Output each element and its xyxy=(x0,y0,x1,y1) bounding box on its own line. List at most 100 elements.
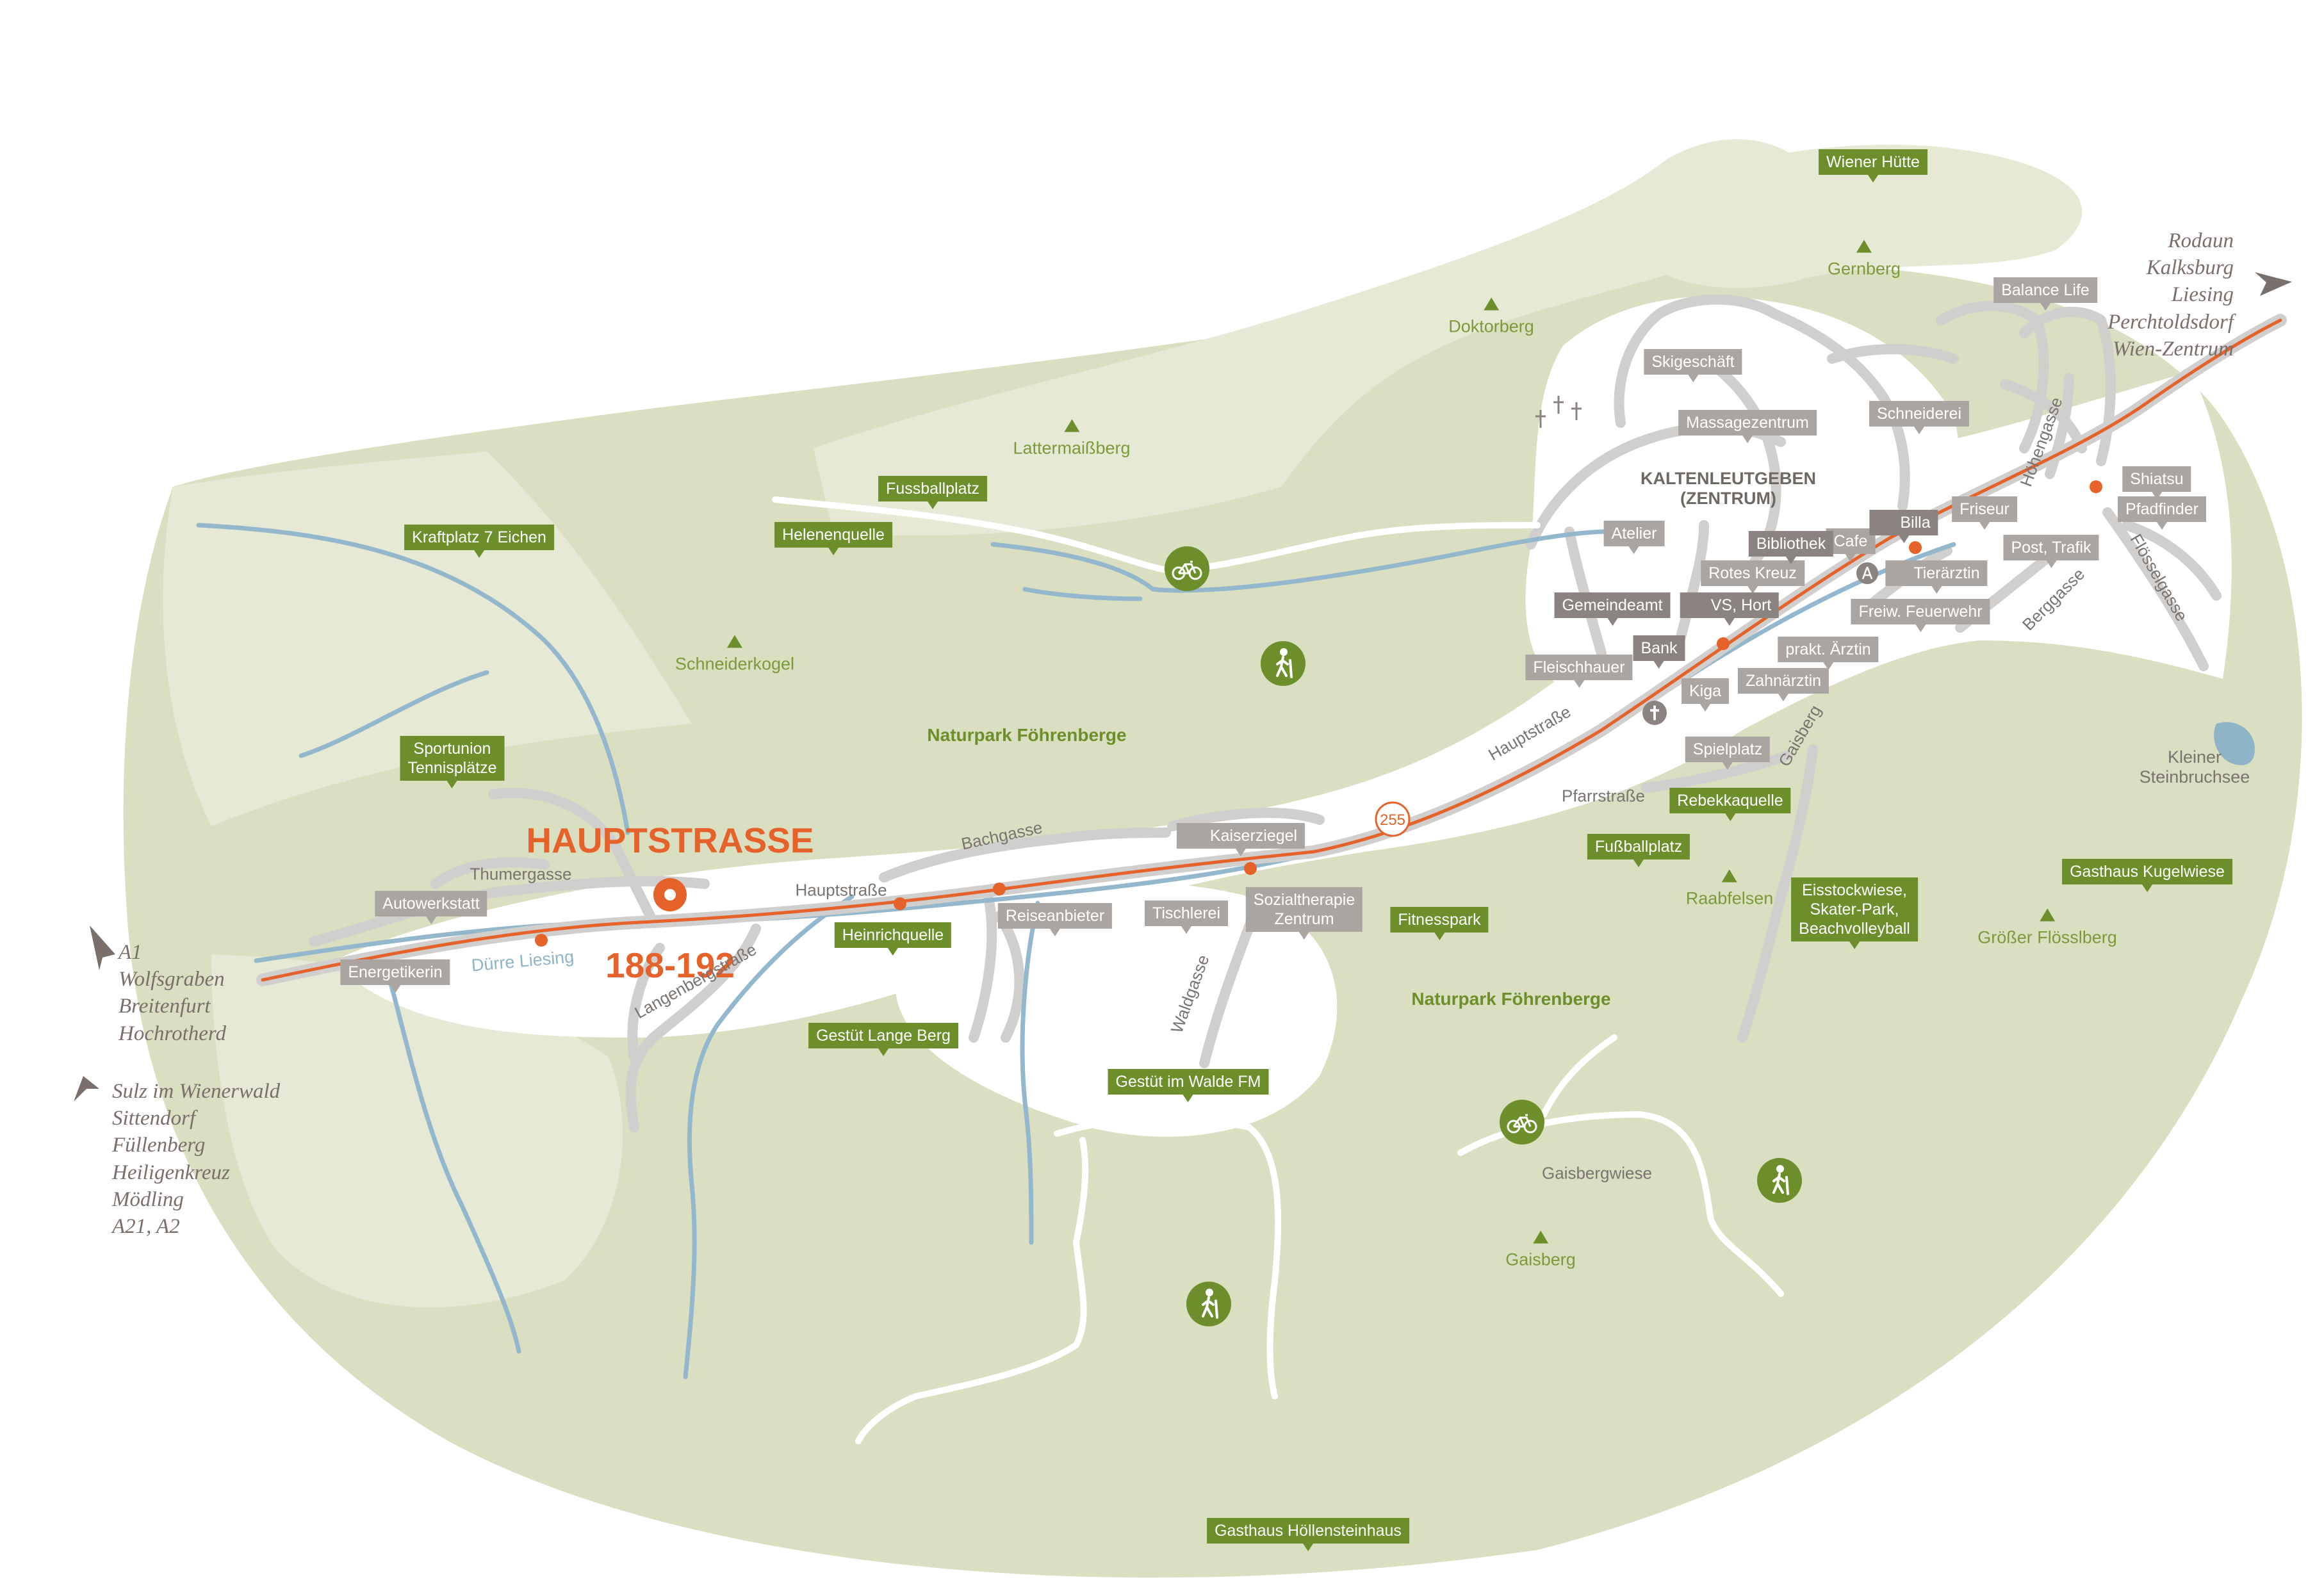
tag-kaiserziegel[interactable]: Kaiserziegel xyxy=(1176,823,1305,856)
peak-schneiderkogel: Schneiderkogel xyxy=(675,635,794,674)
tag-freiw-feuerwehr[interactable]: Freiw. Feuerwehr xyxy=(1851,599,1990,632)
tag-fleischhauer[interactable]: Fleischhauer xyxy=(1525,655,1633,688)
road-central-mid xyxy=(1673,520,1709,652)
tag-fitnesspark[interactable]: Fitnesspark xyxy=(1390,907,1489,940)
light-forest-west xyxy=(163,452,692,826)
tag-autowerkstatt[interactable]: Autowerkstatt xyxy=(375,891,487,924)
tag-kiga[interactable]: Kiga xyxy=(1681,678,1730,712)
stop-dot xyxy=(535,934,548,947)
stop-dot xyxy=(894,897,906,910)
road-west-spur xyxy=(430,857,550,889)
tag-gasthaus-hoellensteinhaus[interactable]: Gasthaus Höllensteinhaus xyxy=(1207,1518,1409,1551)
trail-south-b xyxy=(855,1137,1089,1444)
location-marker-icon xyxy=(653,878,687,911)
hiker-icon xyxy=(1186,1282,1231,1326)
cemetery-icon xyxy=(1535,396,1582,428)
route-number: 255 xyxy=(1380,811,1405,829)
stops xyxy=(535,480,2102,947)
stop-dot xyxy=(1717,637,1730,650)
destination-east: Rodaun Kalksburg Liesing Perchtoldsdorf … xyxy=(2107,229,2234,361)
tag-atelier[interactable]: Atelier xyxy=(1603,521,1665,554)
tag-spielplatz[interactable]: Spielplatz xyxy=(1685,737,1771,770)
tag-billa[interactable]: Billa xyxy=(1869,510,1938,543)
tag-eisstockwiese[interactable]: Eisstockwiese, Skater-Park, Beachvolleyb… xyxy=(1791,877,1918,949)
street-hauptstrasse-west: Hauptstraße xyxy=(795,880,887,900)
tag-kraftplatz[interactable]: Kraftplatz 7 Eichen xyxy=(404,525,554,558)
peak-gaisberg: Gaisberg xyxy=(1505,1231,1576,1270)
tag-bank[interactable]: Bank xyxy=(1633,635,1685,669)
road-gaisberg xyxy=(1776,744,1818,902)
direction-arrow-icon xyxy=(74,272,2292,1102)
peak-groesser-floesslberg: Größer Flösslberg xyxy=(1977,909,2117,948)
road-thumergasse xyxy=(309,876,710,947)
church-icon xyxy=(1642,701,1667,725)
tag-gemeindeamt[interactable]: Gemeindeamt xyxy=(1554,592,1671,626)
tag-post-trafik[interactable]: Post, Trafik xyxy=(2003,535,2099,568)
tag-bibliothek[interactable]: Bibliothek xyxy=(1748,531,1834,564)
tag-sozialtherapie[interactable]: Sozialtherapie Zentrum xyxy=(1245,887,1363,940)
tag-gestuet-lange-berg[interactable]: Gestüt Lange Berg xyxy=(808,1023,958,1056)
road-center-d xyxy=(1769,309,1910,511)
road-bachgasse xyxy=(879,827,1171,883)
headline-line1: HAUPTSTRASSE xyxy=(526,820,814,860)
tag-pfadfinder[interactable]: Pfadfinder xyxy=(2118,496,2206,530)
tag-fussballplatz-south[interactable]: Fußballplatz xyxy=(1587,834,1690,867)
tag-tischlerei[interactable]: Tischlerei xyxy=(1144,900,1229,934)
street-gaisbergwiese: Gaisbergwiese xyxy=(1542,1163,1652,1183)
tag-wiener-huette[interactable]: Wiener Hütte xyxy=(1819,149,1927,183)
hiker-icon xyxy=(1757,1158,1802,1203)
tag-tieraerztin[interactable]: Tierärztin xyxy=(1885,560,1988,594)
tag-schneiderei[interactable]: Schneiderei xyxy=(1869,401,1970,434)
tag-massagezentrum[interactable]: Massagezentrum xyxy=(1678,410,1817,443)
route-badge: 255 xyxy=(1375,801,1411,837)
tag-fussballplatz-north[interactable]: Fussballplatz xyxy=(878,476,987,509)
tag-cafe[interactable]: Cafe xyxy=(1826,528,1876,562)
tag-prakt-aerztin[interactable]: prakt. Ärztin xyxy=(1778,637,1879,670)
trail-south-a xyxy=(1054,1115,1282,1399)
tag-reiseanbieter[interactable]: Reiseanbieter xyxy=(997,903,1113,936)
street-thumergasse: Thumergasse xyxy=(470,864,572,884)
stream-west-c xyxy=(382,958,521,1354)
street-pfarrstrasse: Pfarrstraße xyxy=(1561,786,1646,806)
stop-dot xyxy=(1909,541,1922,554)
hiker-icon xyxy=(1261,641,1305,686)
tag-helenenquelle[interactable]: Helenenquelle xyxy=(774,522,892,555)
trail-east xyxy=(1541,1034,1617,1118)
road-central-left xyxy=(1564,526,1607,658)
park-label: Naturpark Föhrenberge xyxy=(927,725,1127,745)
tag-sportunion[interactable]: Sportunion Tennisplätze xyxy=(400,736,505,788)
stream-southwest xyxy=(683,894,855,1380)
tag-heinrichquelle[interactable]: Heinrichquelle xyxy=(834,922,952,956)
tag-gestuet-im-walde[interactable]: Gestüt im Walde FM xyxy=(1108,1069,1269,1102)
stop-dot xyxy=(2090,480,2102,493)
tag-vs-hort[interactable]: VS, Hort xyxy=(1680,592,1780,626)
bicycle-icon xyxy=(1165,546,1209,591)
tag-skigeschaeft[interactable]: Skigeschäft xyxy=(1644,349,1742,382)
tag-energetikerin[interactable]: Energetikerin xyxy=(340,959,450,993)
tag-friseur[interactable]: Friseur xyxy=(1952,496,2017,530)
peak-lattermaissberg: Lattermaißberg xyxy=(1013,420,1130,459)
road-langenberg-b xyxy=(627,943,665,1062)
peak-gernberg: Gernberg xyxy=(1828,240,1901,279)
water-kleiner-steinbruchsee: Kleiner Steinbruchsee xyxy=(2139,747,2250,786)
address-headline: HAUPTSTRASSE 188-192 xyxy=(526,778,814,986)
stream-south xyxy=(1020,900,1040,1245)
stop-dot xyxy=(993,883,1006,895)
light-forest-southwest xyxy=(211,954,623,1308)
peak-doktorberg: Doktorberg xyxy=(1448,298,1534,337)
tag-gasthaus-kugelwiese[interactable]: Gasthaus Kugelwiese xyxy=(2062,859,2232,892)
road-kaiserziegel xyxy=(1167,808,1325,831)
road-mid-spur2 xyxy=(994,911,1025,1043)
stream-west-b xyxy=(299,670,489,758)
road-center-b xyxy=(1614,294,1780,428)
road-east-d xyxy=(2122,520,2222,601)
peak-raabfelsen: Raabfelsen xyxy=(1686,870,1774,909)
tag-rotes-kreuz[interactable]: Rotes Kreuz xyxy=(1701,560,1804,594)
bicycle-icon xyxy=(1500,1100,1544,1145)
tag-shiatsu[interactable]: Shiatsu xyxy=(2122,466,2191,500)
tag-rebekkaquelle[interactable]: Rebekkaquelle xyxy=(1669,788,1791,821)
road-langenberg xyxy=(625,924,761,1132)
tag-zahnaerztin[interactable]: Zahnärztin xyxy=(1737,668,1829,701)
tag-balance-life[interactable]: Balance Life xyxy=(1993,277,2097,311)
